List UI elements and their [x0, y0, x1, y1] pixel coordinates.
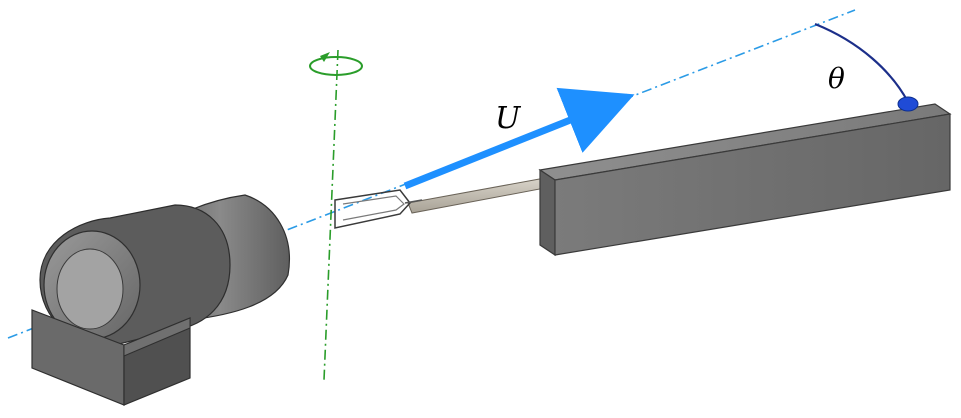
angle-arc	[814, 22, 909, 103]
velocity-vector	[403, 87, 635, 190]
angle-label: θ	[828, 62, 845, 95]
velocity-label: U	[495, 101, 522, 136]
rotation-arrow	[309, 52, 363, 76]
sensor-dot	[897, 96, 919, 112]
probe-rod	[407, 177, 546, 214]
rotation-axis	[323, 49, 339, 381]
support-plate	[538, 103, 952, 257]
probe-tip	[334, 189, 423, 229]
nozzle	[31, 194, 290, 406]
